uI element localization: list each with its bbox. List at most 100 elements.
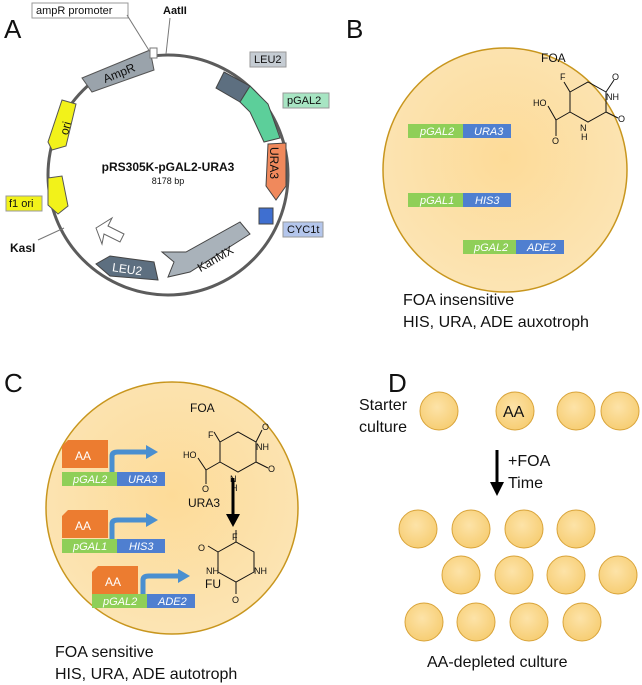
construct-c-1-promoter: pGAL2 bbox=[72, 474, 107, 486]
treatment-line1: +FOA bbox=[508, 453, 551, 470]
panel-label-b: B bbox=[346, 14, 363, 44]
ura3-feature bbox=[265, 142, 287, 201]
fu-molecule bbox=[207, 530, 255, 594]
depleted-cell-7 bbox=[546, 555, 586, 595]
foa-b-nh1: NH bbox=[606, 92, 619, 102]
ampR-feature bbox=[81, 49, 155, 93]
depleted-cell-8 bbox=[598, 555, 638, 595]
plasmid-name: pRS305K-pGAL2-URA3 bbox=[102, 160, 235, 174]
caption-b-line1: FOA insensitive bbox=[403, 292, 514, 309]
panel-label-d: D bbox=[388, 368, 407, 398]
ori-feature bbox=[47, 99, 77, 151]
depleted-cell-10 bbox=[456, 602, 496, 642]
direction-arrow-icon bbox=[95, 216, 125, 246]
foa-b-ho: HO bbox=[533, 98, 547, 108]
construct-c-1-aa: AA bbox=[75, 449, 91, 463]
foa-c-label: FOA bbox=[190, 401, 215, 415]
fu-nh2: NH bbox=[254, 566, 267, 576]
fu-o1: O bbox=[198, 543, 205, 553]
caption-c-line1: FOA sensitive bbox=[55, 644, 154, 661]
fu-o2: O bbox=[232, 595, 239, 605]
leu2-bottom-feature bbox=[95, 255, 159, 281]
leu2-top-label: LEU2 bbox=[254, 54, 282, 66]
kasI-leader bbox=[37, 227, 65, 241]
reaction-arrow-head bbox=[226, 514, 240, 527]
starter-cell-4 bbox=[600, 391, 640, 431]
construct-b-1: pGAL2 URA3 bbox=[408, 124, 511, 138]
leu2-top-tag bbox=[249, 51, 287, 68]
plasmid-backbone bbox=[46, 53, 290, 297]
ampR-promoter-label: ampR promoter bbox=[36, 5, 113, 17]
foa-c-o2: O bbox=[268, 464, 275, 474]
construct-b-2-gene: HIS3 bbox=[475, 195, 500, 207]
depleted-cell-6 bbox=[494, 555, 534, 595]
construct-c-3-promoter: pGAL2 bbox=[102, 596, 137, 608]
foa-b-f: F bbox=[560, 72, 566, 82]
pgal2-label: pGAL2 bbox=[287, 95, 321, 107]
fu-nh1: NH bbox=[206, 566, 219, 576]
pgal2-feature bbox=[239, 85, 281, 143]
depleted-cell-1 bbox=[398, 509, 438, 549]
pgal2-tag bbox=[282, 92, 330, 109]
ampR-promoter-feature bbox=[149, 47, 158, 59]
depleted-cultures bbox=[398, 509, 638, 642]
construct-c-2: AA pGAL1 HIS3 bbox=[62, 510, 165, 553]
aatII-leader bbox=[165, 17, 171, 55]
depleted-cell-12 bbox=[562, 602, 602, 642]
foa-b-h: H bbox=[581, 132, 588, 142]
foa-b-o1: O bbox=[612, 72, 619, 82]
foa-molecule-c bbox=[197, 429, 269, 484]
construct-c-1: AA pGAL2 URA3 bbox=[62, 440, 165, 486]
foa-c-ho: HO bbox=[183, 450, 197, 460]
cyc1t-feature bbox=[258, 207, 274, 225]
time-arrow-head bbox=[490, 482, 504, 496]
foa-b-n: N bbox=[580, 123, 587, 133]
construct-b-3-gene: ADE2 bbox=[526, 242, 556, 254]
cell-b bbox=[382, 47, 628, 293]
foa-c-o3: O bbox=[202, 484, 209, 494]
aatII-label: AatII bbox=[163, 5, 187, 17]
depleted-cell-4 bbox=[556, 509, 596, 549]
depleted-cell-2 bbox=[451, 509, 491, 549]
treatment-line2: Time bbox=[508, 475, 543, 492]
foa-c-f: F bbox=[208, 430, 214, 440]
kanmx-feature bbox=[160, 221, 251, 278]
leu2-bottom-label: LEU2 bbox=[111, 260, 143, 278]
starter-cell-2 bbox=[495, 391, 535, 431]
plasmid-size: 8178 bp bbox=[152, 176, 185, 186]
panel-label-a: A bbox=[4, 14, 22, 44]
starter-line1: Starter bbox=[359, 397, 408, 414]
panel-label-c: C bbox=[4, 368, 23, 398]
construct-c-3-gene: ADE2 bbox=[157, 596, 187, 608]
construct-c-3: AA pGAL2 ADE2 bbox=[92, 566, 195, 608]
construct-c-2-aa: AA bbox=[75, 519, 91, 533]
caption-d: AA-depleted culture bbox=[427, 654, 568, 671]
construct-c-1-gene: URA3 bbox=[128, 474, 158, 486]
fu-f: F bbox=[232, 532, 238, 542]
construct-b-1-promoter: pGAL2 bbox=[419, 126, 454, 138]
f1-ori-label: f1 ori bbox=[9, 198, 33, 210]
enzyme-label: URA3 bbox=[188, 496, 220, 510]
caption-c-line2: HIS, URA, ADE autotroph bbox=[55, 666, 237, 683]
foa-b-o3: O bbox=[552, 136, 559, 146]
starter-cultures bbox=[419, 391, 640, 431]
ampR-promoter-leader bbox=[126, 14, 151, 53]
foa-c-o1: O bbox=[262, 422, 269, 432]
starter-cell-3 bbox=[556, 391, 596, 431]
depleted-cell-5 bbox=[441, 555, 481, 595]
construct-c-2-promoter: pGAL1 bbox=[72, 541, 107, 553]
construct-b-3: pGAL2 ADE2 bbox=[463, 240, 564, 254]
starter-aa-label: AA bbox=[503, 404, 525, 421]
construct-c-2-gene: HIS3 bbox=[129, 541, 154, 553]
kasI-label: KasI bbox=[10, 241, 35, 255]
depleted-cell-9 bbox=[404, 602, 444, 642]
foa-c-nh1: NH bbox=[256, 442, 269, 452]
f1-ori-feature bbox=[47, 175, 69, 215]
ori-label: ori bbox=[57, 120, 74, 137]
foa-molecule-b bbox=[547, 79, 619, 136]
depleted-cell-3 bbox=[504, 509, 544, 549]
f1-ori-tag bbox=[5, 195, 43, 212]
cyc1t-label: CYC1t bbox=[287, 224, 319, 236]
starter-cell-1 bbox=[419, 391, 459, 431]
